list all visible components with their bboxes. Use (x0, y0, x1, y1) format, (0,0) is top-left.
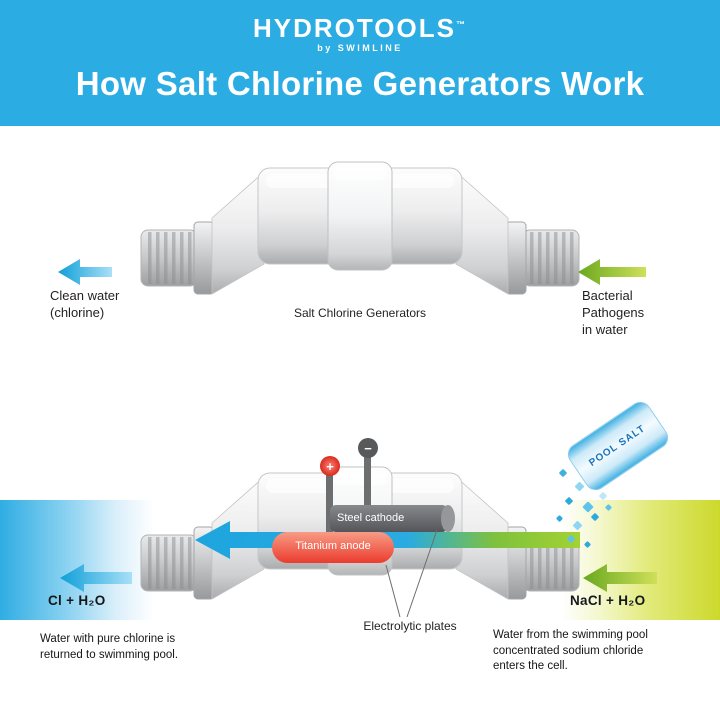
plates-leader-line (385, 564, 401, 618)
plates-leader-line (406, 529, 438, 618)
brand-byline: by SWIMLINE (317, 43, 403, 53)
chlorine-out-arrow-icon (60, 564, 132, 592)
flow-diagram-graphic (58, 161, 646, 295)
generator-device (140, 161, 580, 295)
cell-diagram-graphic (60, 438, 657, 618)
chlorine-formula: Cl + H₂O (48, 593, 106, 608)
negative-terminal-label: − (364, 440, 372, 456)
clean-water-arrow-icon (58, 259, 112, 285)
negative-terminal-icon (358, 438, 378, 458)
titanium-anode-plate (272, 532, 394, 563)
salt-water-caption: Water from the swimming pool concentrate… (493, 629, 648, 673)
salt-water-patch (562, 500, 720, 620)
trademark-symbol: ™ (455, 19, 467, 30)
positive-terminal-label: + (326, 458, 334, 474)
chlorinated-water-patch (0, 500, 154, 620)
salt-in-arrow-icon (583, 564, 657, 592)
pool-salt-bag-label: POOL SALT (587, 423, 649, 469)
cathode-wire (364, 448, 371, 512)
page-title: How Salt Chlorine Generators Work (75, 65, 645, 102)
salt-formula: NaCl + H₂O (570, 593, 646, 608)
electrolytic-plates-label: Electrolytic plates (363, 619, 457, 633)
titanium-anode-label: Titanium anode (295, 540, 371, 552)
clean-water-label: Clean water (chlorine) (50, 288, 120, 320)
positive-terminal-icon (320, 456, 340, 476)
steel-cathode-label: Steel cathode (337, 512, 405, 524)
brand-logo: HYDROTOOLS™ (0, 0, 720, 41)
brand-name: HYDROTOOLS (253, 13, 456, 43)
chlorine-return-caption: Water with pure chlorine is returned to … (40, 633, 179, 661)
header-banner: HYDROTOOLS™ by SWIMLINE How Salt Chlorin… (0, 0, 720, 126)
generator-caption: Salt Chlorine Generators (293, 306, 427, 320)
steel-cathode-plate (330, 505, 455, 532)
pathogens-label: Bacterial Pathogens in water (582, 288, 645, 337)
pathogens-arrow-icon (578, 259, 646, 285)
